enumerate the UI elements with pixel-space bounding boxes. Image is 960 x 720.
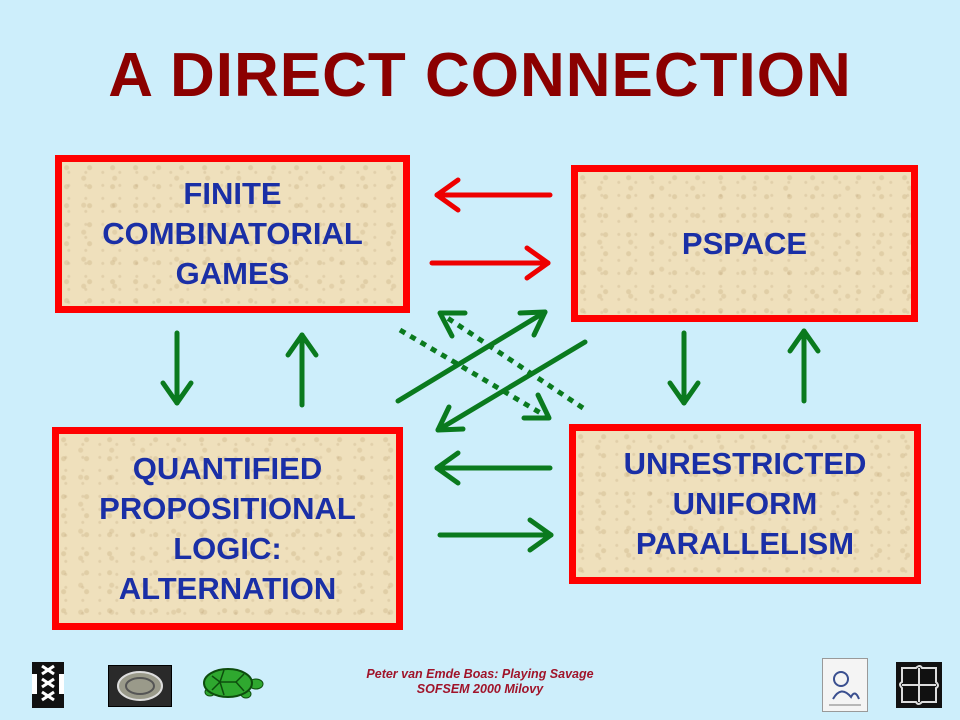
- footer-credits: Peter van Emde Boas: Playing Savage SOFS…: [330, 667, 630, 697]
- arrow-qpl-to-games: [285, 332, 319, 408]
- arrow-uup-to-qpl-horizontal: [434, 450, 553, 486]
- arrow-pspace-to-uup: [667, 330, 701, 406]
- arrow-games-to-pspace: [429, 245, 551, 281]
- footer-author-line: Peter van Emde Boas: Playing Savage: [366, 667, 594, 681]
- arrow-pspace-to-games: [434, 177, 553, 213]
- uva-logo-icon: [32, 662, 64, 708]
- dotted-arrow-games-to-uup: [398, 327, 552, 421]
- finite-combinatorial-games-box: FINITE COMBINATORIAL GAMES: [55, 155, 410, 313]
- dotted-arrow-uup-to-games: [437, 310, 585, 411]
- arrow-games-to-qpl: [160, 330, 194, 406]
- footer-conference-line: SOFSEM 2000 Milovy: [416, 682, 544, 696]
- unrestricted-uniform-parallelism-box: UNRESTRICTED UNIFORM PARALLELISM: [569, 424, 921, 584]
- puzzle-logo-icon: [896, 662, 942, 708]
- slide-title: A DIRECT CONNECTION: [108, 41, 852, 110]
- quantified-propositional-logic-box: QUANTIFIED PROPOSITIONAL LOGIC: ALTERNAT…: [52, 427, 403, 630]
- pspace-box: PSPACE: [571, 165, 918, 322]
- arrow-uup-to-pspace: [787, 328, 821, 404]
- arrow-qpl-to-pspace: [395, 309, 548, 404]
- bookplate-logo-icon: [822, 658, 868, 712]
- medal-logo-icon: [108, 665, 172, 707]
- arrow-uup-to-qpl: [435, 339, 588, 433]
- arrow-qpl-to-uup-horizontal: [437, 517, 554, 553]
- turtle-icon: [198, 664, 264, 704]
